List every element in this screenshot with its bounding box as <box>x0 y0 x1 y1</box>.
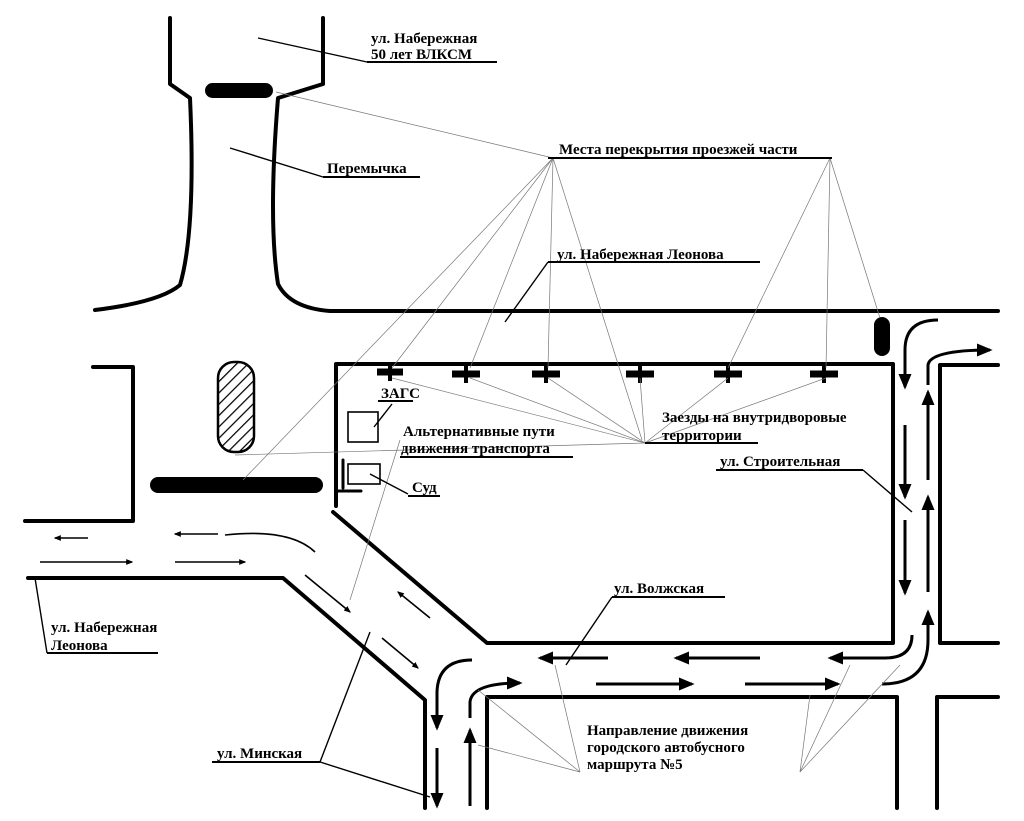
entrance-mark <box>452 364 480 383</box>
left-lower-edge <box>26 576 427 810</box>
arrow-minskaya-down-2 <box>381 637 419 669</box>
hatched-closure-zone <box>216 360 256 454</box>
closures <box>150 83 890 493</box>
label-alt-routes-line1: Альтернативные пути <box>403 424 555 440</box>
label-minskaya: ул. Минская <box>217 746 302 762</box>
label-naberezhnaya-50-line1: ул. Набережная <box>371 31 477 47</box>
top-street-left-edge <box>93 16 194 312</box>
label-bus-route-line2: городского автобусного <box>587 740 745 756</box>
label-leaders <box>34 37 913 798</box>
label-peremychka: Перемычка <box>327 161 407 177</box>
label-entrances-line1: Заезды на внутридворовые <box>662 410 847 426</box>
label-volzhskaya: ул. Волжская <box>614 581 704 597</box>
label-naberezhnaya-leonova-left-line1: ул. Набережная <box>51 620 157 636</box>
closure-bar-right <box>874 317 890 356</box>
sud-building <box>347 463 381 485</box>
label-naberezhnaya-50-line2: 50 лет ВЛКСМ <box>371 47 472 63</box>
arrow-minskaya-south <box>430 658 473 731</box>
label-stroitelnaya: ул. Строительная <box>720 454 840 470</box>
entrance-mark <box>377 364 403 381</box>
arrow-stroitelnaya-south-1 <box>898 318 939 390</box>
arrow-minskaya-up <box>397 591 431 619</box>
traffic-arrows <box>40 318 993 809</box>
courtyard-entrances <box>377 364 838 383</box>
label-bus-route-line1: Направление движения <box>587 723 748 739</box>
left-block-edge <box>23 365 135 523</box>
faint-leaders <box>234 91 901 773</box>
top-street-right-edge <box>271 16 1000 313</box>
closure-bar-left <box>150 477 323 493</box>
entrance-mark <box>714 364 742 383</box>
text-labels: ул. Набережная 50 лет ВЛКСМ Перемычка Ме… <box>51 31 847 773</box>
zags-building <box>347 411 379 443</box>
label-naberezhnaya-leonova-left-line2: Леонова <box>51 638 108 654</box>
right-block-edge <box>938 363 1000 645</box>
arrow-left-curve <box>224 532 316 553</box>
arrow-stroitelnaya-north-turn <box>881 609 935 686</box>
arrow-minskaya-down-1 <box>304 574 351 613</box>
label-zags: ЗАГС <box>381 386 420 402</box>
arrow-volzhskaya-west-3 <box>827 634 914 665</box>
entrance-mark <box>810 364 838 383</box>
road-edges <box>23 16 1000 810</box>
label-sud: Суд <box>412 480 437 496</box>
closure-bar-top <box>205 83 273 98</box>
sud-bracket <box>334 468 363 493</box>
arrow-stroitelnaya-exit-east <box>926 343 993 385</box>
label-closure-places: Места перекрытия проезжей части <box>559 142 798 158</box>
bottom-middle-block-edge <box>485 695 899 810</box>
arrow-bottom-curve-east <box>468 676 523 718</box>
entrance-mark <box>532 364 560 383</box>
label-alt-routes-line2: движения транспорта <box>401 441 550 457</box>
label-entrances-line2: территории <box>662 428 742 444</box>
label-naberezhnaya-leonova-top: ул. Набережная Леонова <box>557 247 724 263</box>
bottom-right-block-edge <box>935 695 1000 810</box>
label-bus-route-line3: маршрута №5 <box>587 757 683 773</box>
buildings <box>334 411 381 493</box>
central-block-edge <box>331 362 895 645</box>
